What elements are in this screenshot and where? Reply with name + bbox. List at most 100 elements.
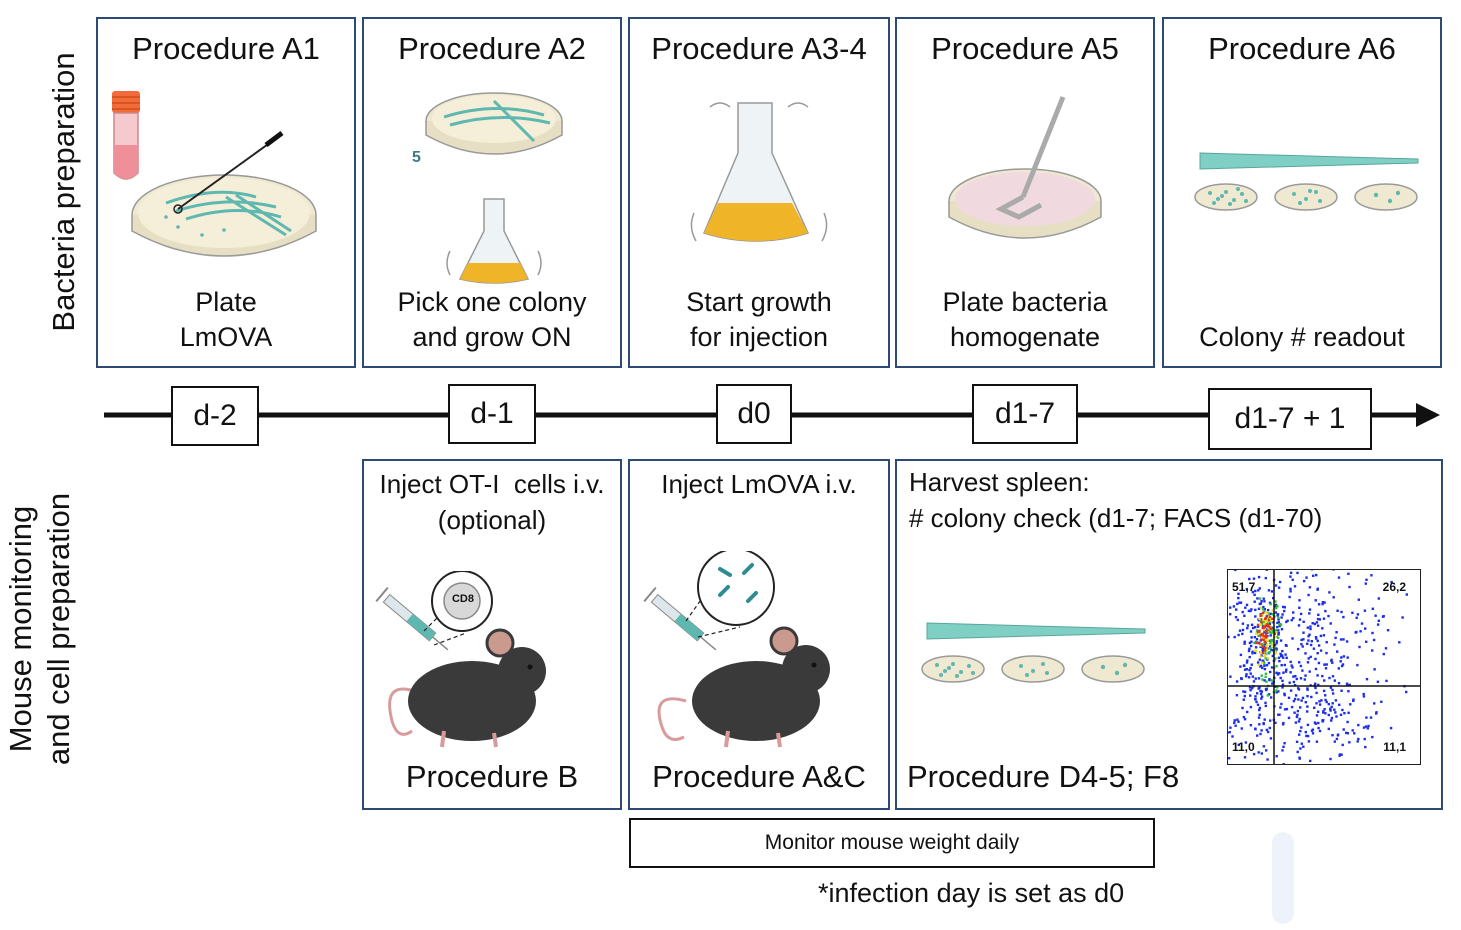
facs-event-dot <box>1364 725 1368 728</box>
facs-event-dot <box>1306 710 1309 713</box>
facs-event-dot <box>1336 609 1339 612</box>
facs-event-dot <box>1346 683 1349 687</box>
facs-event-dot <box>1249 705 1253 709</box>
facs-event-dot <box>1356 613 1360 616</box>
facs-event-dot <box>1267 693 1271 696</box>
facs-event-dot <box>1311 728 1315 731</box>
facs-event-dot <box>1265 687 1268 690</box>
facs-event-dot <box>1322 710 1325 713</box>
facs-event-dot <box>1316 639 1319 643</box>
facs-event-dot <box>1279 623 1283 626</box>
facs-event-dot <box>1340 656 1343 659</box>
facs-event-dot <box>1262 618 1265 622</box>
facs-event-dot <box>1282 671 1285 674</box>
facs-event-dot <box>1284 670 1288 673</box>
facs-event-dot <box>1317 603 1321 606</box>
facs-event-dot <box>1264 619 1268 623</box>
facs-event-dot <box>1269 618 1272 621</box>
facs-event-dot <box>1345 682 1349 685</box>
facs-event-dot <box>1256 661 1260 664</box>
facs-event-dot <box>1351 611 1354 614</box>
facs-event-dot <box>1265 728 1269 732</box>
facs-event-dot <box>1300 726 1303 729</box>
facs-event-dot <box>1250 623 1254 626</box>
facs-event-dot <box>1256 623 1260 627</box>
facs-event-dot <box>1324 694 1327 697</box>
facs-event-dot <box>1262 634 1265 638</box>
facs-event-dot <box>1275 640 1279 643</box>
panel-caption-line2: for injection <box>689 322 829 352</box>
facs-event-dot <box>1276 621 1279 625</box>
facs-event-dot <box>1296 571 1299 575</box>
facs-event-dot <box>1259 619 1262 622</box>
facs-event-dot <box>1241 632 1244 636</box>
facs-event-dot <box>1261 611 1265 615</box>
facs-event-dot <box>1264 640 1267 644</box>
facs-event-dot <box>1237 592 1240 595</box>
facs-event-dot <box>1362 695 1366 698</box>
facs-event-dot <box>1271 629 1274 633</box>
facs-event-dot <box>1297 624 1301 627</box>
facs-event-dot <box>1247 649 1251 653</box>
facs-event-dot <box>1248 641 1252 645</box>
facs-event-dot <box>1251 675 1254 678</box>
facs-plot: 51,7 26,2 11,0 11,1 <box>1171 544 1425 785</box>
facs-event-dot <box>1347 711 1350 714</box>
facs-event-dot <box>1371 631 1374 635</box>
facs-event-dot <box>1261 623 1264 626</box>
facs-event-dot <box>1296 750 1299 754</box>
facs-event-dot <box>1285 656 1288 659</box>
facs-event-dot <box>1229 606 1232 609</box>
facs-event-dot <box>1256 597 1259 600</box>
facs-event-dot <box>1241 622 1245 625</box>
facs-event-dot <box>1298 606 1301 609</box>
facs-event-dot <box>1313 721 1317 724</box>
panel-caption-line2: LmOVA <box>179 322 273 352</box>
procedure-b-panel: Inject OT-I cells i.v. (optional) CD8 Pr… <box>362 459 622 810</box>
facs-event-dot <box>1249 672 1252 675</box>
facs-event-dot <box>1265 664 1269 667</box>
procedure-a3-4-panel: Procedure A3-4 Start growth for injectio… <box>628 17 890 368</box>
facs-event-dot <box>1291 637 1294 640</box>
facs-event-dot <box>1249 644 1253 648</box>
facs-event-dot <box>1281 749 1284 752</box>
facs-event-dot <box>1346 720 1349 724</box>
facs-event-dot <box>1294 721 1298 724</box>
facs-event-dot <box>1265 688 1268 692</box>
panel-caption-line2: homogenate <box>949 322 1101 352</box>
facs-event-dot <box>1327 727 1330 731</box>
facs-event-dot <box>1315 637 1318 640</box>
facs-event-dot <box>1331 692 1335 695</box>
facs-event-dot <box>1247 609 1251 613</box>
facs-event-dot <box>1293 711 1296 714</box>
facs-event-dot <box>1360 622 1364 625</box>
facs-event-dot <box>1271 642 1274 645</box>
facs-event-dot <box>1318 618 1321 621</box>
facs-event-dot <box>1351 729 1354 732</box>
cd8-badge: CD8 <box>451 593 474 605</box>
facs-event-dot <box>1281 679 1284 682</box>
facs-event-dot <box>1327 713 1330 717</box>
facs-event-dot <box>1277 631 1280 635</box>
facs-event-dot <box>1333 740 1336 743</box>
facs-event-dot <box>1281 686 1284 689</box>
facs-event-dot <box>1329 757 1332 761</box>
facs-event-dot <box>1266 608 1270 612</box>
facs-event-dot <box>1259 692 1263 696</box>
facs-event-dot <box>1270 631 1273 635</box>
facs-event-dot <box>1265 618 1268 621</box>
facs-event-dot <box>1237 743 1240 746</box>
facs-event-dot <box>1334 636 1337 640</box>
facs-event-dot <box>1276 636 1280 640</box>
facs-event-dot <box>1335 715 1338 718</box>
facs-event-dot <box>1248 647 1251 650</box>
facs-event-dot <box>1260 697 1263 700</box>
facs-event-dot <box>1270 679 1273 682</box>
scrollbar-track[interactable] <box>1272 832 1294 924</box>
facs-event-dot <box>1269 634 1272 637</box>
facs-event-dot <box>1263 643 1267 646</box>
facs-event-dot <box>1306 695 1309 698</box>
facs-event-dot <box>1297 720 1301 723</box>
facs-event-dot <box>1256 703 1260 706</box>
facs-event-dot <box>1277 629 1280 632</box>
